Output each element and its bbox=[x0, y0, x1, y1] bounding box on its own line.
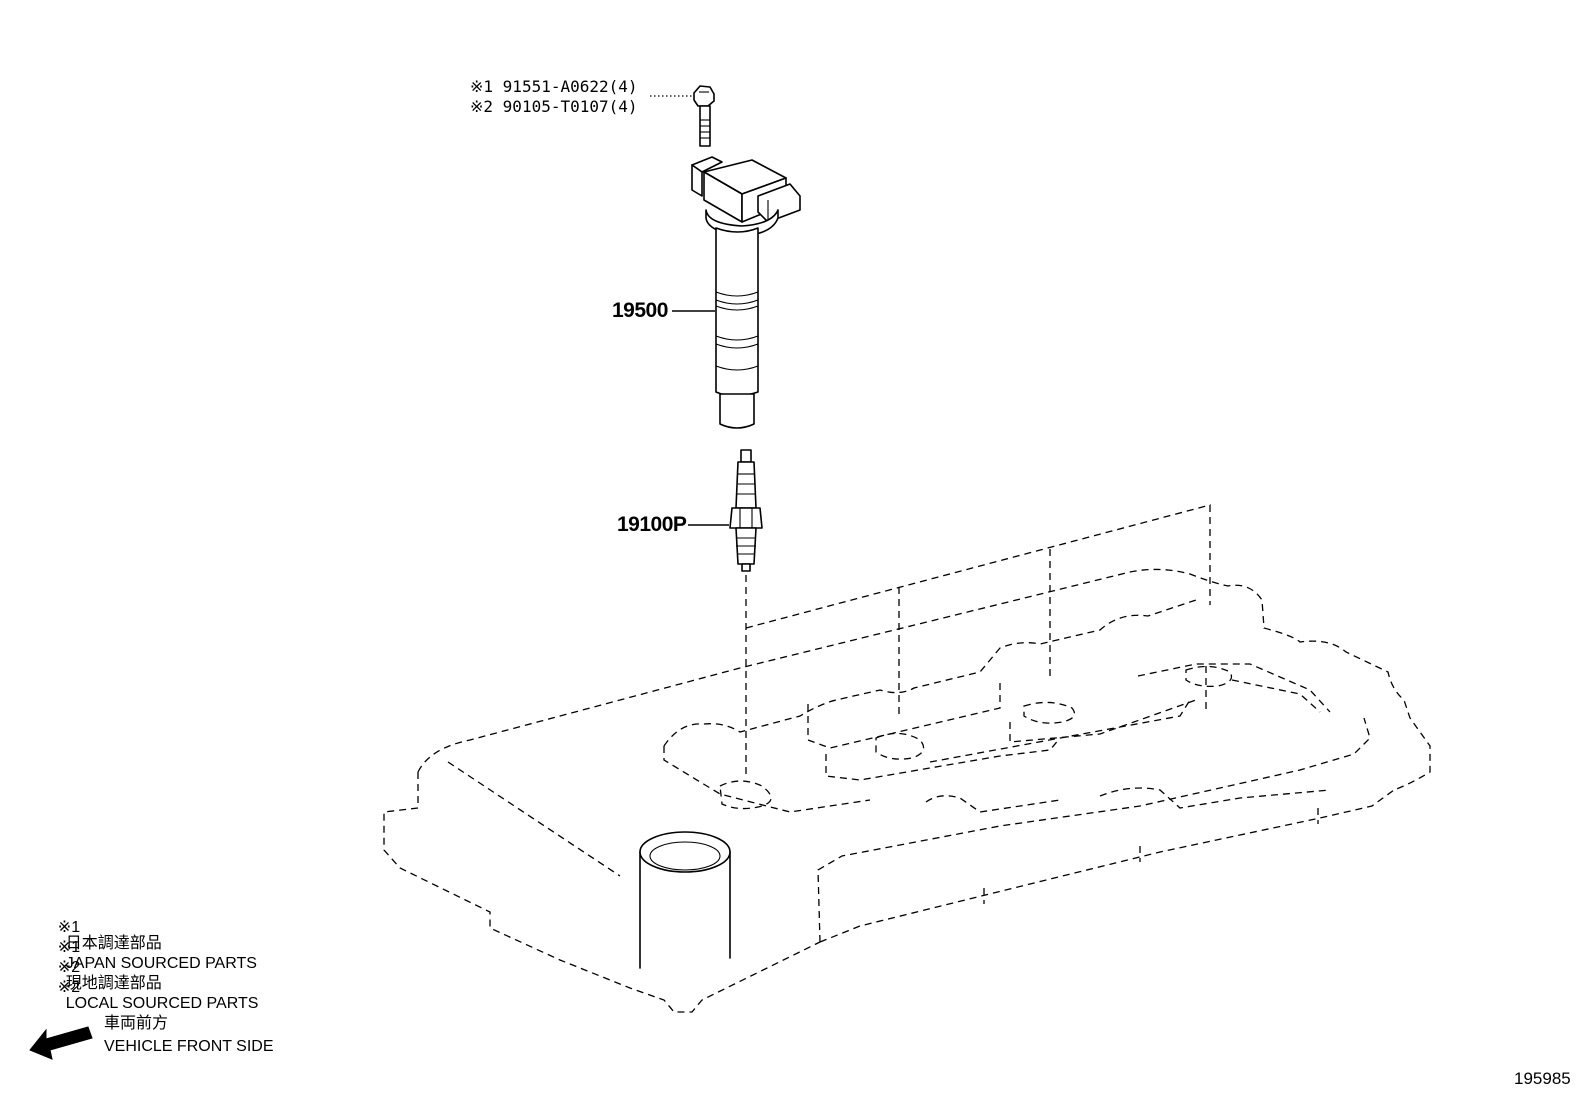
legend-text: LOCAL SOURCED PARTS bbox=[65, 995, 259, 1012]
legend-mark: ※1 bbox=[57, 939, 81, 956]
direction-label-jp: 車両前方 bbox=[104, 1015, 169, 1032]
legend-mark: ※1 bbox=[57, 919, 81, 936]
legend-row: ※2 現地調達部品 bbox=[40, 944, 258, 992]
legend: ※1 日本調達部品 ※1 JAPAN SOURCED PARTS ※2 現地調達… bbox=[40, 904, 259, 1012]
legend-row: ※1 JAPAN SOURCED PARTS bbox=[40, 924, 258, 972]
legend-text: 日本調達部品 bbox=[65, 935, 162, 952]
legend-row: ※2 LOCAL SOURCED PARTS bbox=[40, 964, 259, 1012]
legend-mark: ※2 bbox=[57, 979, 81, 996]
arrow-left-icon bbox=[29, 1026, 93, 1060]
callout-ignition-coil[interactable]: 19500 bbox=[612, 299, 668, 322]
callout-bolt-local: ※2 90105-T0107(4) bbox=[470, 97, 638, 116]
spark-plug[interactable] bbox=[729, 449, 763, 572]
direction-label-en: VEHICLE FRONT SIDE bbox=[104, 1038, 274, 1055]
legend-text: 現地調達部品 bbox=[65, 975, 162, 992]
legend-mark: ※2 bbox=[57, 959, 81, 976]
callout-bolt-japan: ※1 91551-A0622(4) bbox=[470, 77, 638, 96]
cylinder-head-cover bbox=[383, 504, 1431, 1013]
callout-spark-plug[interactable]: 19100P bbox=[617, 513, 687, 536]
legend-text: JAPAN SOURCED PARTS bbox=[65, 955, 257, 972]
diagram-reference-number: 195985 bbox=[1514, 1069, 1571, 1088]
bolt[interactable] bbox=[693, 85, 715, 147]
legend-row: ※1 日本調達部品 bbox=[40, 904, 258, 952]
ignition-coil[interactable] bbox=[691, 156, 801, 429]
